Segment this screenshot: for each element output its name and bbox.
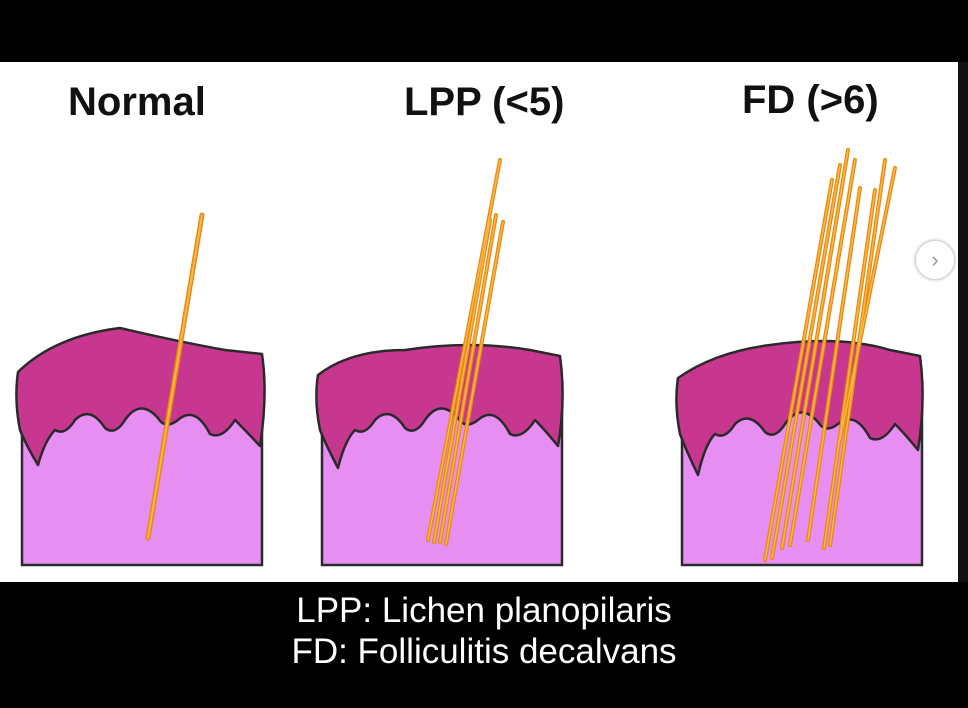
hair-shaft	[445, 221, 504, 545]
hair-shaft	[781, 149, 849, 549]
next-slide-button[interactable]: ›	[915, 240, 955, 280]
hair-shaft	[764, 179, 833, 561]
panel-title-fd: FD (>6)	[742, 78, 879, 122]
hair-shaft	[433, 219, 491, 543]
hairs-normal	[145, 212, 205, 541]
chevron-right-icon: ›	[931, 247, 939, 272]
hair-shaft	[439, 214, 497, 543]
panel-edge	[958, 62, 968, 582]
panel-title-lpp: LPP (<5)	[404, 80, 565, 124]
top-bar	[0, 0, 968, 62]
hair-shaft	[771, 164, 841, 559]
skin-block-lpp	[315, 343, 564, 567]
hairs-fd	[763, 148, 897, 562]
hairs-lpp	[426, 158, 505, 546]
panel-title-normal: Normal	[68, 80, 206, 124]
abbreviation-legend: LPP: Lichen planopilaris FD: Folliculiti…	[0, 590, 968, 673]
skin-block-normal	[15, 326, 266, 567]
legend-item-fd: FD: Folliculitis decalvans	[291, 632, 677, 672]
hair-shaft	[789, 159, 856, 546]
hair-shaft	[807, 187, 861, 541]
hair-shaft	[839, 167, 896, 441]
hair-shaft	[427, 159, 501, 541]
hair-shaft	[147, 214, 203, 539]
hair-shaft	[823, 189, 876, 549]
legend-item-lpp: LPP: Lichen planopilaris	[296, 591, 672, 630]
